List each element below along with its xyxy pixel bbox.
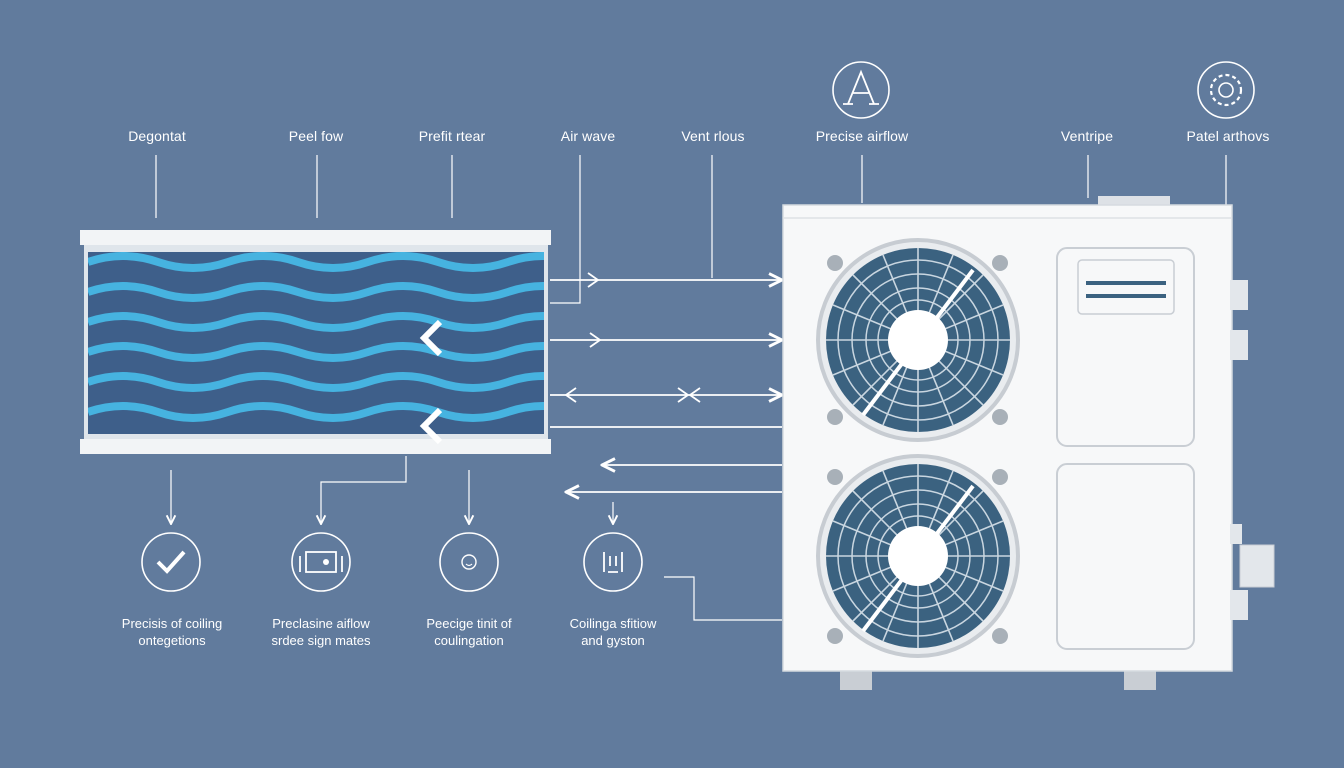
heat-exchanger-panel bbox=[80, 230, 551, 454]
top-fan bbox=[816, 238, 1020, 442]
checkmark-icon bbox=[141, 532, 201, 592]
bottom-fan bbox=[816, 454, 1020, 658]
airflow-arrows bbox=[550, 273, 782, 492]
top-label-air-wave: Air wave bbox=[560, 128, 616, 144]
feature-caption-1-line1: Precisis of coiling bbox=[121, 616, 223, 631]
feature-caption-4-line2: and gyston bbox=[581, 633, 645, 648]
outdoor-unit bbox=[782, 196, 1275, 690]
feature-caption-2: Preclasine aiflow srdee sign mates bbox=[221, 615, 421, 649]
feature-caption-2-line1: Preclasine aiflow bbox=[272, 616, 370, 631]
feature-caption-3-line1: Peecige tinit of bbox=[426, 616, 512, 631]
smile-icon bbox=[439, 532, 499, 592]
feature-caption-4-line1: Coilinga sfitiow bbox=[569, 616, 657, 631]
letter-a-icon bbox=[832, 61, 890, 119]
top-label-peel-fow: Peel fow bbox=[288, 128, 344, 144]
plug-icon bbox=[583, 532, 643, 592]
gear-circle-icon bbox=[1197, 61, 1255, 119]
panel-icon bbox=[291, 532, 351, 592]
top-label-patel-arthovs: Patel arthovs bbox=[1186, 128, 1270, 144]
feature-caption-1: Precisis of coiling ontegetions bbox=[72, 615, 272, 649]
feature-caption-3-line2: coulingation bbox=[434, 633, 504, 648]
feature-caption-2-line2: srdee sign mates bbox=[271, 633, 371, 648]
top-label-precise-airflow: Precise airflow bbox=[815, 128, 909, 144]
top-label-vent-rlous: Vent rlous bbox=[681, 128, 745, 144]
feature-caption-3: Peecige tinit of coulingation bbox=[369, 615, 569, 649]
feature-caption-1-line2: ontegetions bbox=[138, 633, 206, 648]
top-label-prefit-rtear: Prefit rtear bbox=[418, 128, 486, 144]
feature-caption-4: Coilinga sfitiow and gyston bbox=[513, 615, 713, 649]
bottom-leader-lines bbox=[171, 456, 782, 621]
top-label-degontat: Degontat bbox=[128, 128, 186, 144]
top-leader-lines bbox=[155, 155, 1227, 304]
top-label-ventripe: Ventripe bbox=[1060, 128, 1114, 144]
